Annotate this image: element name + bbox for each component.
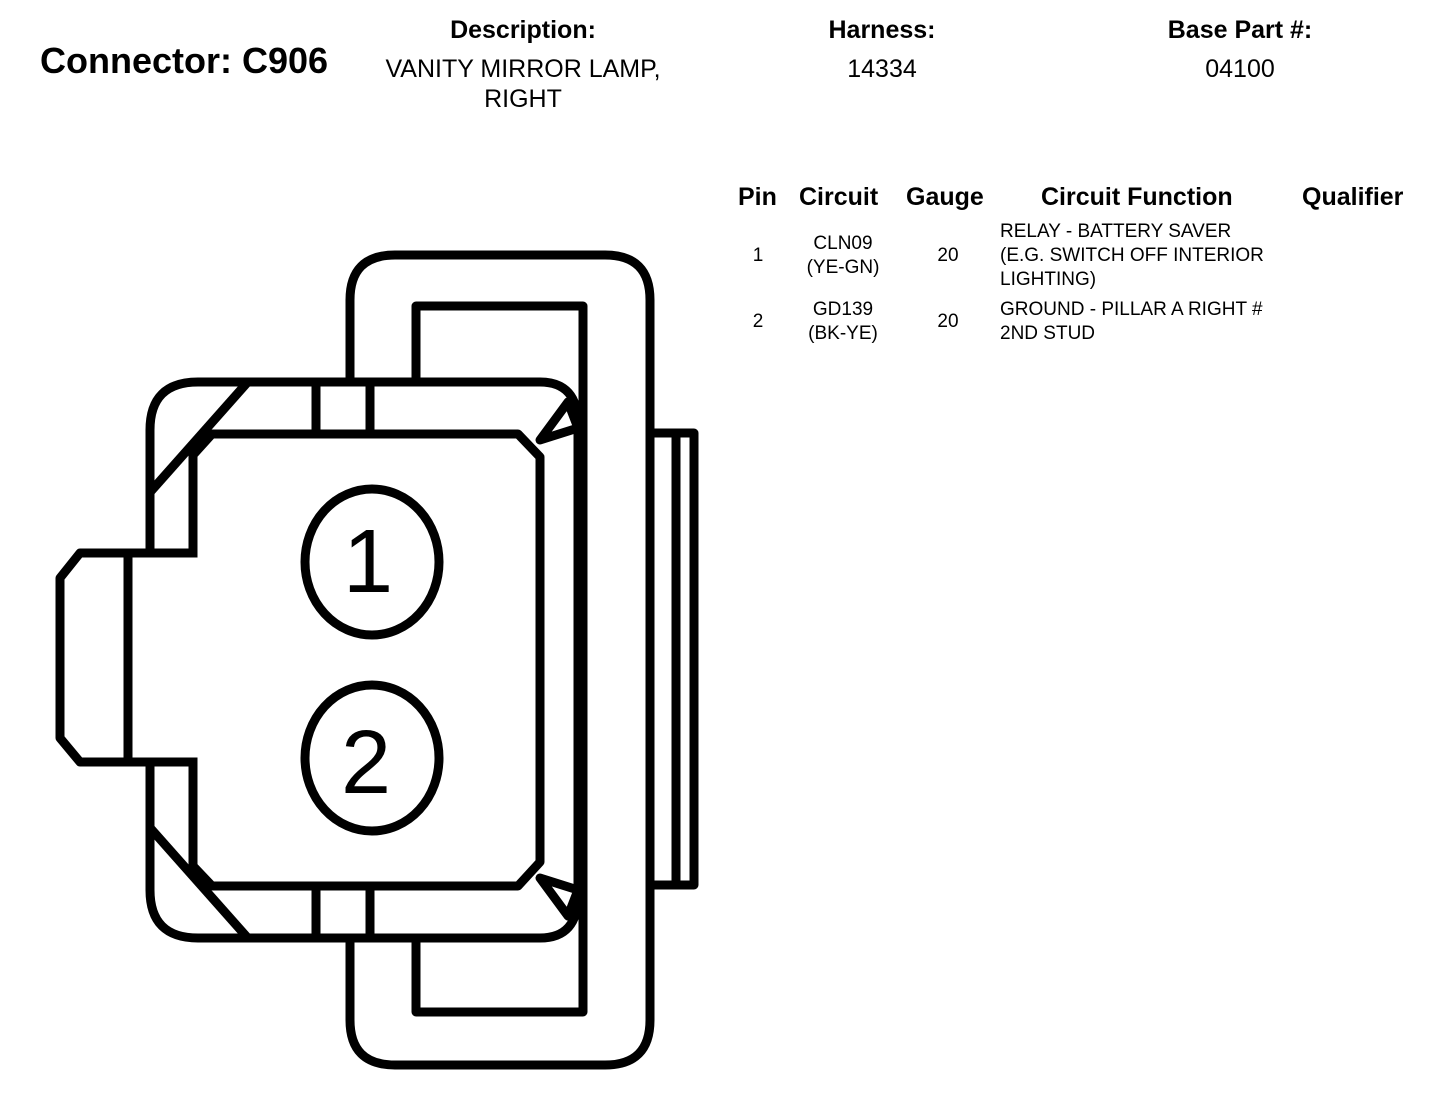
row1-function-2: (E.G. SWITCH OFF INTERIOR — [1000, 245, 1264, 266]
row1-function-1: RELAY - BATTERY SAVER — [1000, 221, 1232, 242]
header-function: Circuit Function — [1041, 183, 1233, 211]
row2-gauge: 20 — [937, 311, 959, 332]
row1-function-3: LIGHTING) — [1000, 269, 1097, 290]
pin-2-label: 2 — [341, 713, 391, 813]
chamfer-bottom-left — [145, 823, 253, 943]
description-line-1: VANITY MIRROR LAMP, — [385, 55, 661, 83]
outer-latch-shell — [345, 250, 655, 1070]
row1-circuit-1: CLN09 — [813, 233, 873, 254]
header-circuit: Circuit — [799, 183, 879, 211]
connector-title: Connector: C906 — [40, 40, 329, 81]
base-part-block: Base Part #: 04100 — [1130, 14, 1350, 84]
row1-pin: 1 — [752, 245, 764, 266]
pin-table: Pin Circuit Gauge Circuit Function Quali… — [730, 180, 1440, 360]
pin-1-circle — [300, 484, 444, 640]
row2-pin: 2 — [752, 311, 764, 332]
latch-arrow-bottom — [535, 873, 583, 921]
header-gauge: Gauge — [906, 183, 984, 211]
row2-circuit-2: (BK-YE) — [808, 323, 878, 344]
description-value: VANITY MIRROR LAMP, RIGHT — [360, 54, 686, 114]
latch-arrow-top — [535, 397, 583, 445]
harness-label: Harness: — [828, 16, 936, 44]
row2-circuit-1: GD139 — [812, 299, 874, 320]
inner-latch-frame — [411, 301, 588, 1017]
row2-function-2: 2ND STUD — [1000, 323, 1096, 344]
row1-gauge: 20 — [937, 245, 959, 266]
header-qualifier: Qualifier — [1302, 183, 1404, 211]
left-tab — [55, 548, 155, 767]
description-label: Description: — [450, 16, 596, 44]
pin-2-circle — [300, 680, 444, 836]
housing-outline — [145, 377, 583, 943]
harness-value: 14334 — [847, 55, 917, 83]
pin-1-label: 1 — [343, 512, 393, 612]
connector-face-diagram: 1 2 — [55, 250, 699, 1070]
row1-circuit-2: (YE-GN) — [806, 257, 880, 278]
header-pin: Pin — [738, 183, 777, 211]
base-part-value: 04100 — [1205, 55, 1275, 83]
description-block: Description: VANITY MIRROR LAMP, RIGHT — [360, 14, 686, 114]
description-line-2: RIGHT — [484, 85, 562, 113]
inner-cavity — [188, 429, 545, 891]
base-part-label: Base Part #: — [1167, 16, 1313, 44]
harness-block: Harness: 14334 — [780, 14, 984, 84]
row2-function-1: GROUND - PILLAR A RIGHT # — [1000, 299, 1263, 320]
chamfer-top-left — [145, 377, 253, 497]
